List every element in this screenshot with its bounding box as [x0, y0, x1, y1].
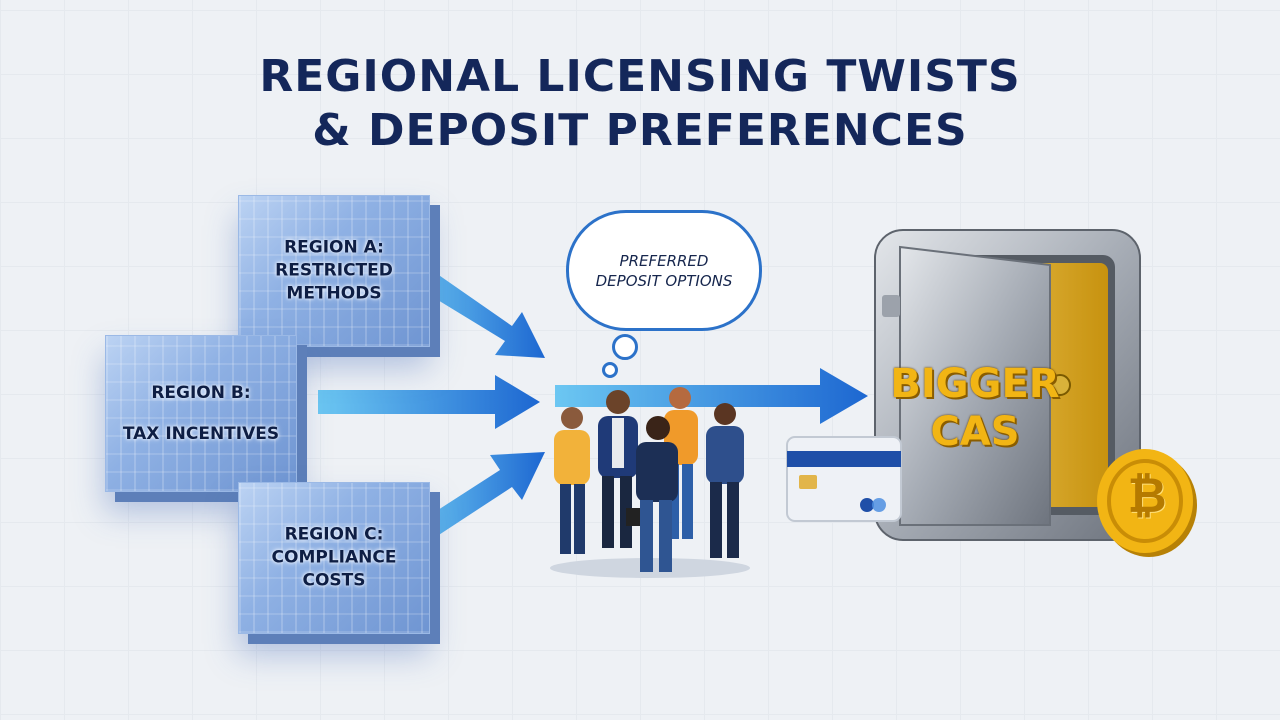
region-a-line-3: METHODS [286, 283, 382, 304]
people-group-icon [550, 387, 750, 578]
region-b-panel: REGION B: TAX INCENTIVES [105, 335, 297, 492]
region-c-label: REGION C: COMPLIANCE COSTS [239, 524, 429, 593]
region-c-panel: REGION C: COMPLIANCE COSTS [238, 482, 430, 634]
safe-label-line-2: CAS [930, 409, 1020, 455]
person-1 [554, 407, 590, 554]
safe-label-line-1: BIGGER [890, 361, 1060, 407]
region-c-line-1: REGION C: [284, 524, 384, 545]
title-line-2: & DEPOSIT PREFERENCES [312, 105, 968, 156]
region-c-line-3: COSTS [302, 570, 366, 591]
page-title: REGIONAL LICENSING TWISTS & DEPOSIT PREF… [0, 50, 1280, 158]
credit-card-icon [786, 436, 902, 522]
bitcoin-icon [1097, 449, 1197, 557]
bubble-dot-small [602, 362, 618, 378]
bubble-dot-large [612, 334, 638, 360]
bitcoin-symbol: ₿ [1127, 468, 1167, 524]
person-5 [706, 403, 744, 558]
thought-bubble: PREFERRED DEPOSIT OPTIONS [566, 210, 762, 331]
bubble-line-1: PREFERRED [619, 252, 709, 270]
bubble-text: PREFERRED DEPOSIT OPTIONS [569, 251, 759, 291]
region-a-label: REGION A: RESTRICTED METHODS [239, 237, 429, 306]
arrow-region-b [318, 375, 540, 429]
region-c-line-2: COMPLIANCE [271, 547, 397, 568]
safe-label: BIGGER CAS [890, 360, 1060, 456]
safe-vault-icon [874, 229, 1141, 541]
arrow-region-c [410, 452, 545, 546]
region-b-line-3: TAX INCENTIVES [122, 423, 280, 444]
title-line-1: REGIONAL LICENSING TWISTS [259, 51, 1021, 102]
region-a-panel: REGION A: RESTRICTED METHODS [238, 195, 430, 347]
region-b-label: REGION B: TAX INCENTIVES [106, 382, 296, 446]
arrow-to-safe [555, 368, 868, 424]
person-2 [598, 390, 642, 548]
bubble-line-2: DEPOSIT OPTIONS [595, 272, 733, 290]
arrow-region-a [405, 262, 545, 358]
region-b-line-1: REGION B: [151, 382, 251, 403]
region-a-line-1: REGION A: [284, 237, 384, 258]
person-4 [636, 416, 678, 572]
region-a-line-2: RESTRICTED [275, 260, 393, 281]
region-b-line-2 [118, 405, 284, 423]
